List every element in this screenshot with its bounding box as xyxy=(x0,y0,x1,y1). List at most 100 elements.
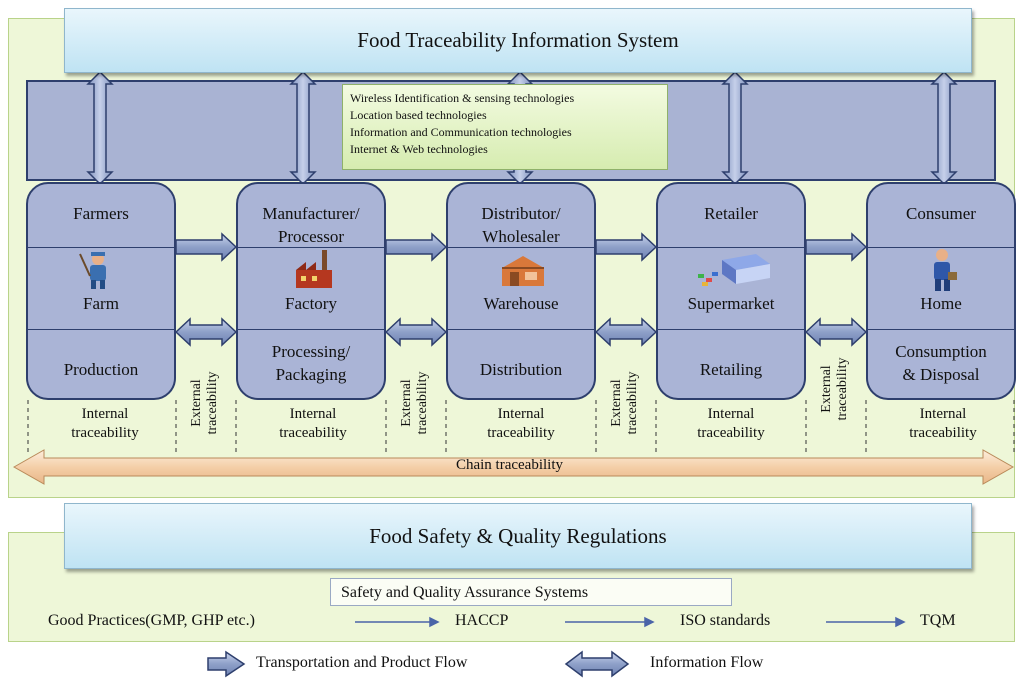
progression-arrowhead xyxy=(429,616,440,628)
consumer-icon xyxy=(934,249,957,291)
stage-actor: Wholesaler xyxy=(482,227,560,246)
stage-divider xyxy=(868,247,1014,248)
chain-traceability-label: Chain traceability xyxy=(455,457,564,473)
trace-word: traceability xyxy=(487,425,555,441)
trace-word: Internal xyxy=(289,406,337,422)
progression-arrowhead xyxy=(644,616,655,628)
product-flow-arrow xyxy=(595,232,658,262)
chain-traceability-arrow xyxy=(12,449,1015,485)
haccp-label: HACCP xyxy=(455,612,509,629)
stage-divider xyxy=(658,247,804,248)
stage-activity: Retailing xyxy=(699,360,763,379)
system-title-text: Food Traceability Information System xyxy=(357,28,679,52)
trace-word: traceability xyxy=(625,371,640,435)
stage-farmers: Farmers Farm Production xyxy=(26,182,176,400)
trace-word: traceability xyxy=(415,371,430,435)
trace-word: traceability xyxy=(71,425,139,441)
stage-site: Supermarket xyxy=(687,294,775,313)
assurance-systems-label: Safety and Quality Assurance Systems xyxy=(341,584,589,601)
trace-word: Internal xyxy=(497,406,545,422)
good-practices-label: Good Practices(GMP, GHP etc.) xyxy=(48,612,255,629)
trace-word: External xyxy=(189,379,204,427)
stage-divider xyxy=(448,329,594,330)
trace-word: External xyxy=(819,365,834,413)
supermarket-icon xyxy=(698,254,770,286)
stage-site: Farm xyxy=(83,294,119,313)
stage-divider xyxy=(238,247,384,248)
technology-item: Wireless Identification & sensing techno… xyxy=(350,91,575,105)
legend-information-flow-label: Information Flow xyxy=(650,654,764,671)
factory-icon xyxy=(296,250,332,288)
regulations-title: Food Safety & Quality Regulations xyxy=(64,503,972,569)
trace-word: Internal xyxy=(81,406,129,422)
stage-divider xyxy=(448,247,594,248)
technologies-box: Wireless Identification & sensing techno… xyxy=(342,84,668,170)
trace-word: traceability xyxy=(909,425,977,441)
regulations-title-text: Food Safety & Quality Regulations xyxy=(369,523,667,548)
stage-actor: Distributor/ xyxy=(481,204,561,223)
stage-site: Warehouse xyxy=(483,294,559,313)
stage-retailer: Retailer Supermarket Retailing xyxy=(656,182,806,400)
product-flow-arrow xyxy=(385,232,448,262)
trace-word: traceability xyxy=(205,371,220,435)
trace-word: traceability xyxy=(279,425,347,441)
iso-standards-label: ISO standards xyxy=(680,612,771,629)
technology-item: Internet & Web technologies xyxy=(350,142,488,156)
stage-activity: Distribution xyxy=(479,360,563,379)
stage-activity: Production xyxy=(63,360,139,379)
internal-traceability-label: Internal traceability xyxy=(50,405,160,443)
stage-activity: & Disposal xyxy=(902,365,980,384)
stage-activity: Packaging xyxy=(275,365,347,384)
information-flow-arrow xyxy=(804,317,868,347)
stage-activity: Processing/ xyxy=(271,342,351,361)
stage-site: Factory xyxy=(285,294,337,313)
stage-divider xyxy=(868,329,1014,330)
farmer-icon xyxy=(79,252,106,289)
stage-actor: Consumer xyxy=(906,204,976,223)
internal-traceability-label: Internal traceability xyxy=(888,405,998,443)
legend-information-flow-arrow xyxy=(564,650,630,678)
stage-divider xyxy=(28,329,174,330)
trace-word: Internal xyxy=(919,406,967,422)
stage-activity: Consumption xyxy=(895,342,987,361)
stage-divider xyxy=(238,329,384,330)
internal-traceability-label: Internal traceability xyxy=(258,405,368,443)
stage-distributor: Distributor/ Wholesaler Warehouse Distri… xyxy=(446,182,596,400)
information-flow-arrow xyxy=(594,317,658,347)
stage-actor: Retailer xyxy=(704,204,758,223)
stage-actor: Manufacturer/ xyxy=(262,204,360,223)
stage-divider xyxy=(28,247,174,248)
stage-actor: Processor xyxy=(277,227,345,246)
tqm-label: TQM xyxy=(920,612,956,629)
legend-product-flow-arrow xyxy=(207,650,246,678)
stage-consumer: Consumer Home Consumption & Disposal xyxy=(866,182,1016,400)
trace-word: traceability xyxy=(835,357,850,421)
trace-word: External xyxy=(609,379,624,427)
product-flow-arrow xyxy=(175,232,238,262)
trace-word: External xyxy=(399,379,414,427)
information-flow-arrow xyxy=(384,317,448,347)
trace-word: Internal xyxy=(707,406,755,422)
stage-manufacturer: Manufacturer/ Processor Factory Processi… xyxy=(236,182,386,400)
assurance-systems-box: Safety and Quality Assurance Systems xyxy=(330,578,732,606)
stage-divider xyxy=(658,329,804,330)
system-title: Food Traceability Information System xyxy=(64,8,972,73)
warehouse-icon xyxy=(502,256,544,286)
internal-traceability-label: Internal traceability xyxy=(676,405,786,443)
internal-traceability-label: Internal traceability xyxy=(466,405,576,443)
information-flow-arrow xyxy=(174,317,238,347)
stage-actor: Farmers xyxy=(73,204,129,223)
legend-product-flow-label: Transportation and Product Flow xyxy=(256,654,468,671)
product-flow-arrow xyxy=(805,232,868,262)
stage-site: Home xyxy=(920,294,962,313)
technology-item: Location based technologies xyxy=(350,108,487,122)
technology-item: Information and Communication technologi… xyxy=(350,125,572,139)
progression-arrowhead xyxy=(895,616,906,628)
trace-word: traceability xyxy=(697,425,765,441)
